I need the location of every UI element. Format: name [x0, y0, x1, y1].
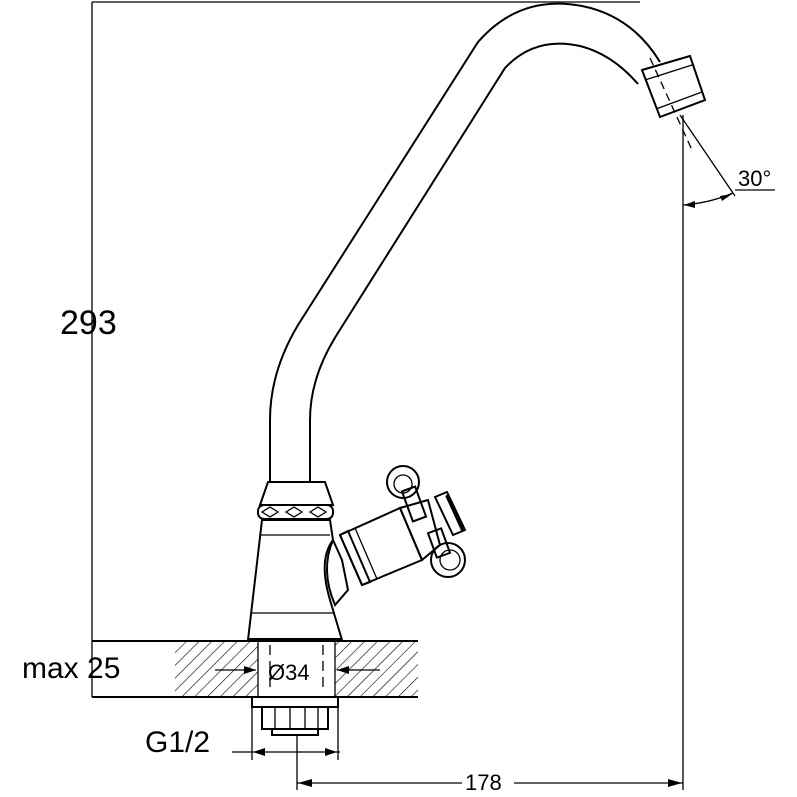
- height-dimension: 293: [60, 1, 640, 697]
- max-thickness-label: max 25: [22, 652, 120, 685]
- thread-label: G1/2: [145, 726, 210, 759]
- reach-label: 178: [465, 770, 502, 795]
- cross-handle[interactable]: [386, 465, 467, 578]
- hole-diameter-label: Ø34: [268, 660, 310, 685]
- mounting-nut: [251, 696, 339, 736]
- height-label: 293: [60, 304, 117, 342]
- reach-dimension: 178: [296, 115, 684, 795]
- aerator: [640, 54, 707, 119]
- spout: [269, 2, 693, 482]
- angle-dimension: 30°: [679, 114, 775, 208]
- angle-label: 30°: [738, 166, 771, 191]
- faucet-body: [246, 481, 344, 641]
- countertop-section: max 25 Ø34: [22, 640, 418, 698]
- valve-housing: [325, 498, 442, 607]
- thread-dimension: G1/2: [145, 707, 340, 760]
